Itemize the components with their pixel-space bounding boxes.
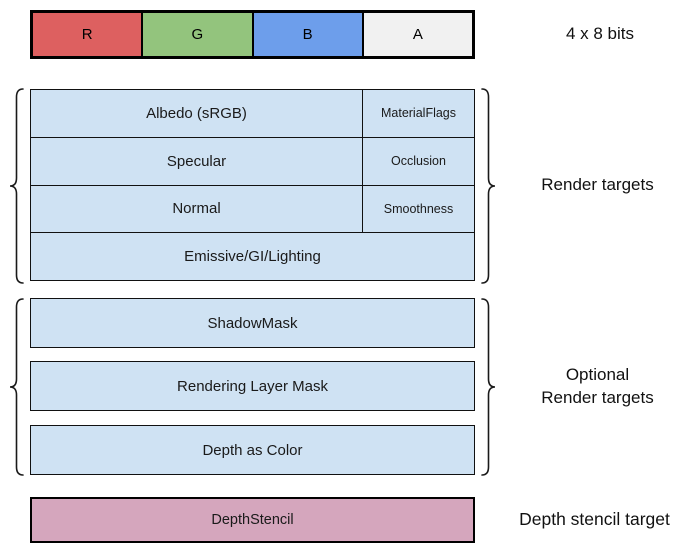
render-targets-left-brace [9, 88, 24, 284]
albedo-cell: Albedo (sRGB) [31, 90, 362, 137]
render-targets-right-brace [481, 88, 496, 284]
depth-stencil-target-label: Depth stencil target [519, 509, 670, 530]
channel-cell-g: G [141, 13, 252, 56]
optional-label-line1: Optional [565, 364, 630, 384]
optional-targets-right-brace [481, 298, 496, 476]
table-row: Specular Occlusion [31, 136, 474, 185]
emissive-cell: Emissive/GI/Lighting [31, 233, 474, 280]
optional-targets-left-brace [9, 298, 24, 476]
rgba-channel-bar: R G B A [30, 10, 475, 59]
channel-cell-a: A [361, 13, 472, 56]
normal-cell: Normal [31, 185, 362, 233]
render-targets-label: Render targets [541, 174, 654, 194]
optional-render-targets-label: Optional Render targets [505, 298, 690, 475]
depth-as-color-box: Depth as Color [30, 425, 475, 475]
depthstencil-box: DepthStencil [30, 497, 475, 543]
optional-label-line2: Render targets [541, 387, 654, 407]
shadowmask-box: ShadowMask [30, 298, 475, 348]
channel-cell-b: B [251, 13, 362, 56]
bits-label: 4 x 8 bits [565, 24, 635, 44]
table-row: Albedo (sRGB) MaterialFlags [31, 90, 474, 137]
render-targets-table: Albedo (sRGB) MaterialFlags Specular Occ… [30, 89, 475, 281]
specular-cell: Specular [31, 137, 362, 185]
table-row: Normal Smoothness [31, 184, 474, 233]
occlusion-cell: Occlusion [362, 137, 474, 185]
materialflags-cell: MaterialFlags [362, 90, 474, 137]
rendering-layer-mask-box: Rendering Layer Mask [30, 361, 475, 411]
channel-cell-r: R [33, 13, 142, 56]
table-row: Emissive/GI/Lighting [31, 232, 474, 280]
smoothness-cell: Smoothness [362, 185, 474, 233]
